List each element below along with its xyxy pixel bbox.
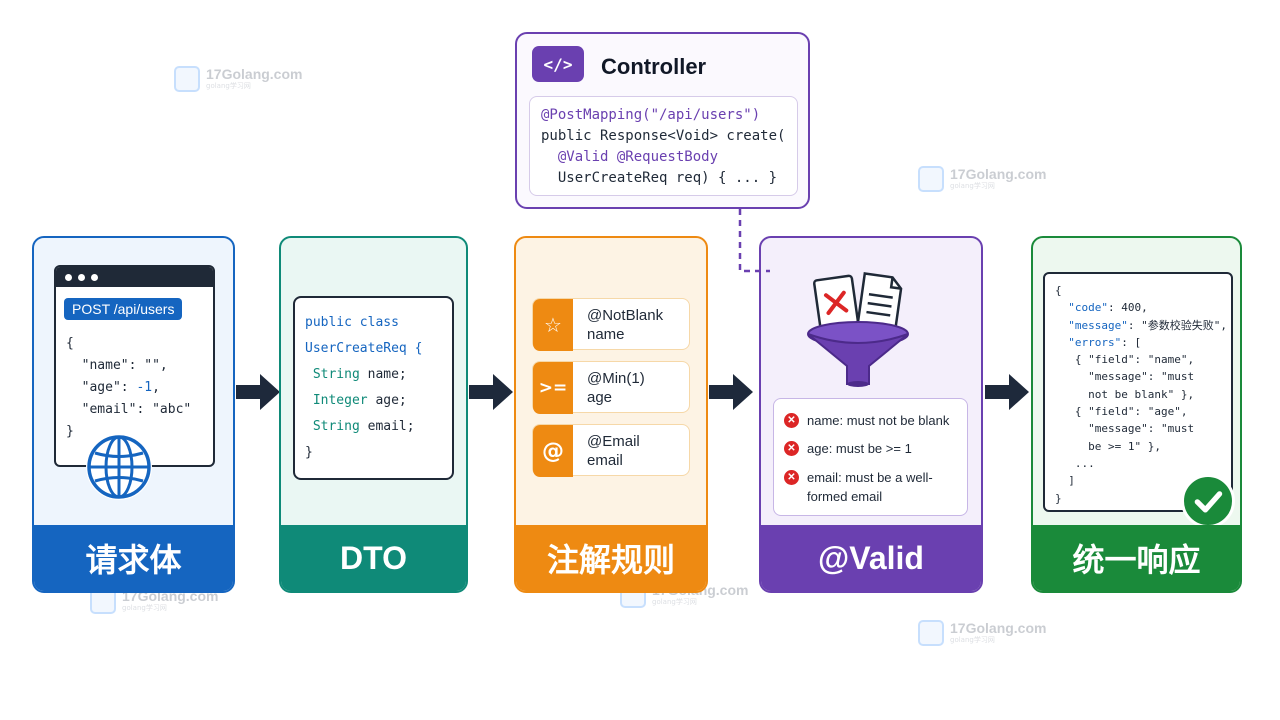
funnel-icon bbox=[807, 272, 909, 387]
controller-panel: </> Controller @PostMapping("/api/users"… bbox=[515, 32, 810, 209]
gte-icon: >= bbox=[533, 362, 573, 414]
code-icon: </> bbox=[532, 46, 584, 82]
stage-label: 统一响应 bbox=[1033, 525, 1240, 591]
error-x-icon: ✕ bbox=[784, 441, 799, 456]
endpoint-badge: POST /api/users bbox=[64, 298, 183, 320]
window-dot-icon bbox=[78, 273, 85, 281]
stage-request-body: POST /api/users { "name": "", "age": -1,… bbox=[32, 236, 235, 593]
controller-code-box: @PostMapping("/api/users") public Respon… bbox=[529, 96, 798, 196]
dto-code: public class UserCreateReq { String name… bbox=[305, 315, 423, 460]
globe-icon bbox=[86, 434, 152, 500]
controller-code: @PostMapping("/api/users") public Respon… bbox=[541, 107, 786, 186]
watermark-logo-icon bbox=[174, 66, 200, 92]
request-json: { "name": "", "age": -1, "email": "abc" … bbox=[66, 336, 192, 439]
stage-label: DTO bbox=[281, 525, 466, 591]
error-item: ✕ name: must not be blank bbox=[784, 411, 949, 430]
check-circle-icon bbox=[1181, 474, 1235, 528]
stage-label: 注解规则 bbox=[516, 525, 706, 591]
request-window: POST /api/users { "name": "", "age": -1,… bbox=[54, 265, 215, 467]
watermark-logo-icon bbox=[918, 166, 944, 192]
at-icon: @ bbox=[533, 425, 573, 477]
dto-code-box: public class UserCreateReq { String name… bbox=[293, 296, 454, 480]
response-json-box: { "code": 400, "message": "参数校验失败", "err… bbox=[1043, 272, 1233, 512]
response-json: { "code": 400, "message": "参数校验失败", "err… bbox=[1055, 284, 1227, 505]
stage-unified-response: { "code": 400, "message": "参数校验失败", "err… bbox=[1031, 236, 1242, 593]
stage-dto: public class UserCreateReq { String name… bbox=[279, 236, 468, 593]
stage-label: 请求体 bbox=[34, 525, 233, 591]
window-dot-icon bbox=[65, 273, 72, 281]
error-item: ✕ age: must be >= 1 bbox=[784, 439, 912, 458]
error-x-icon: ✕ bbox=[784, 413, 799, 428]
validation-errors: ✕ name: must not be blank ✕ age: must be… bbox=[773, 398, 968, 516]
flow-arrow-icon bbox=[469, 374, 513, 410]
star-icon: ☆ bbox=[533, 299, 573, 351]
watermark-logo-icon bbox=[918, 620, 944, 646]
stage-valid: ✕ name: must not be blank ✕ age: must be… bbox=[759, 236, 983, 593]
connector-line bbox=[738, 209, 770, 273]
flow-arrow-icon bbox=[985, 374, 1029, 410]
stage-label: @Valid bbox=[761, 525, 981, 591]
window-dot-icon bbox=[91, 273, 98, 281]
flow-arrow-icon bbox=[236, 374, 280, 410]
rule-min: >= @Min(1)age bbox=[532, 361, 690, 414]
controller-title: Controller bbox=[601, 54, 707, 79]
window-title-bar bbox=[56, 267, 213, 287]
error-item: ✕ email: must be a well-formed email bbox=[784, 468, 944, 506]
error-x-icon: ✕ bbox=[784, 470, 799, 485]
flow-arrow-icon bbox=[709, 374, 753, 410]
